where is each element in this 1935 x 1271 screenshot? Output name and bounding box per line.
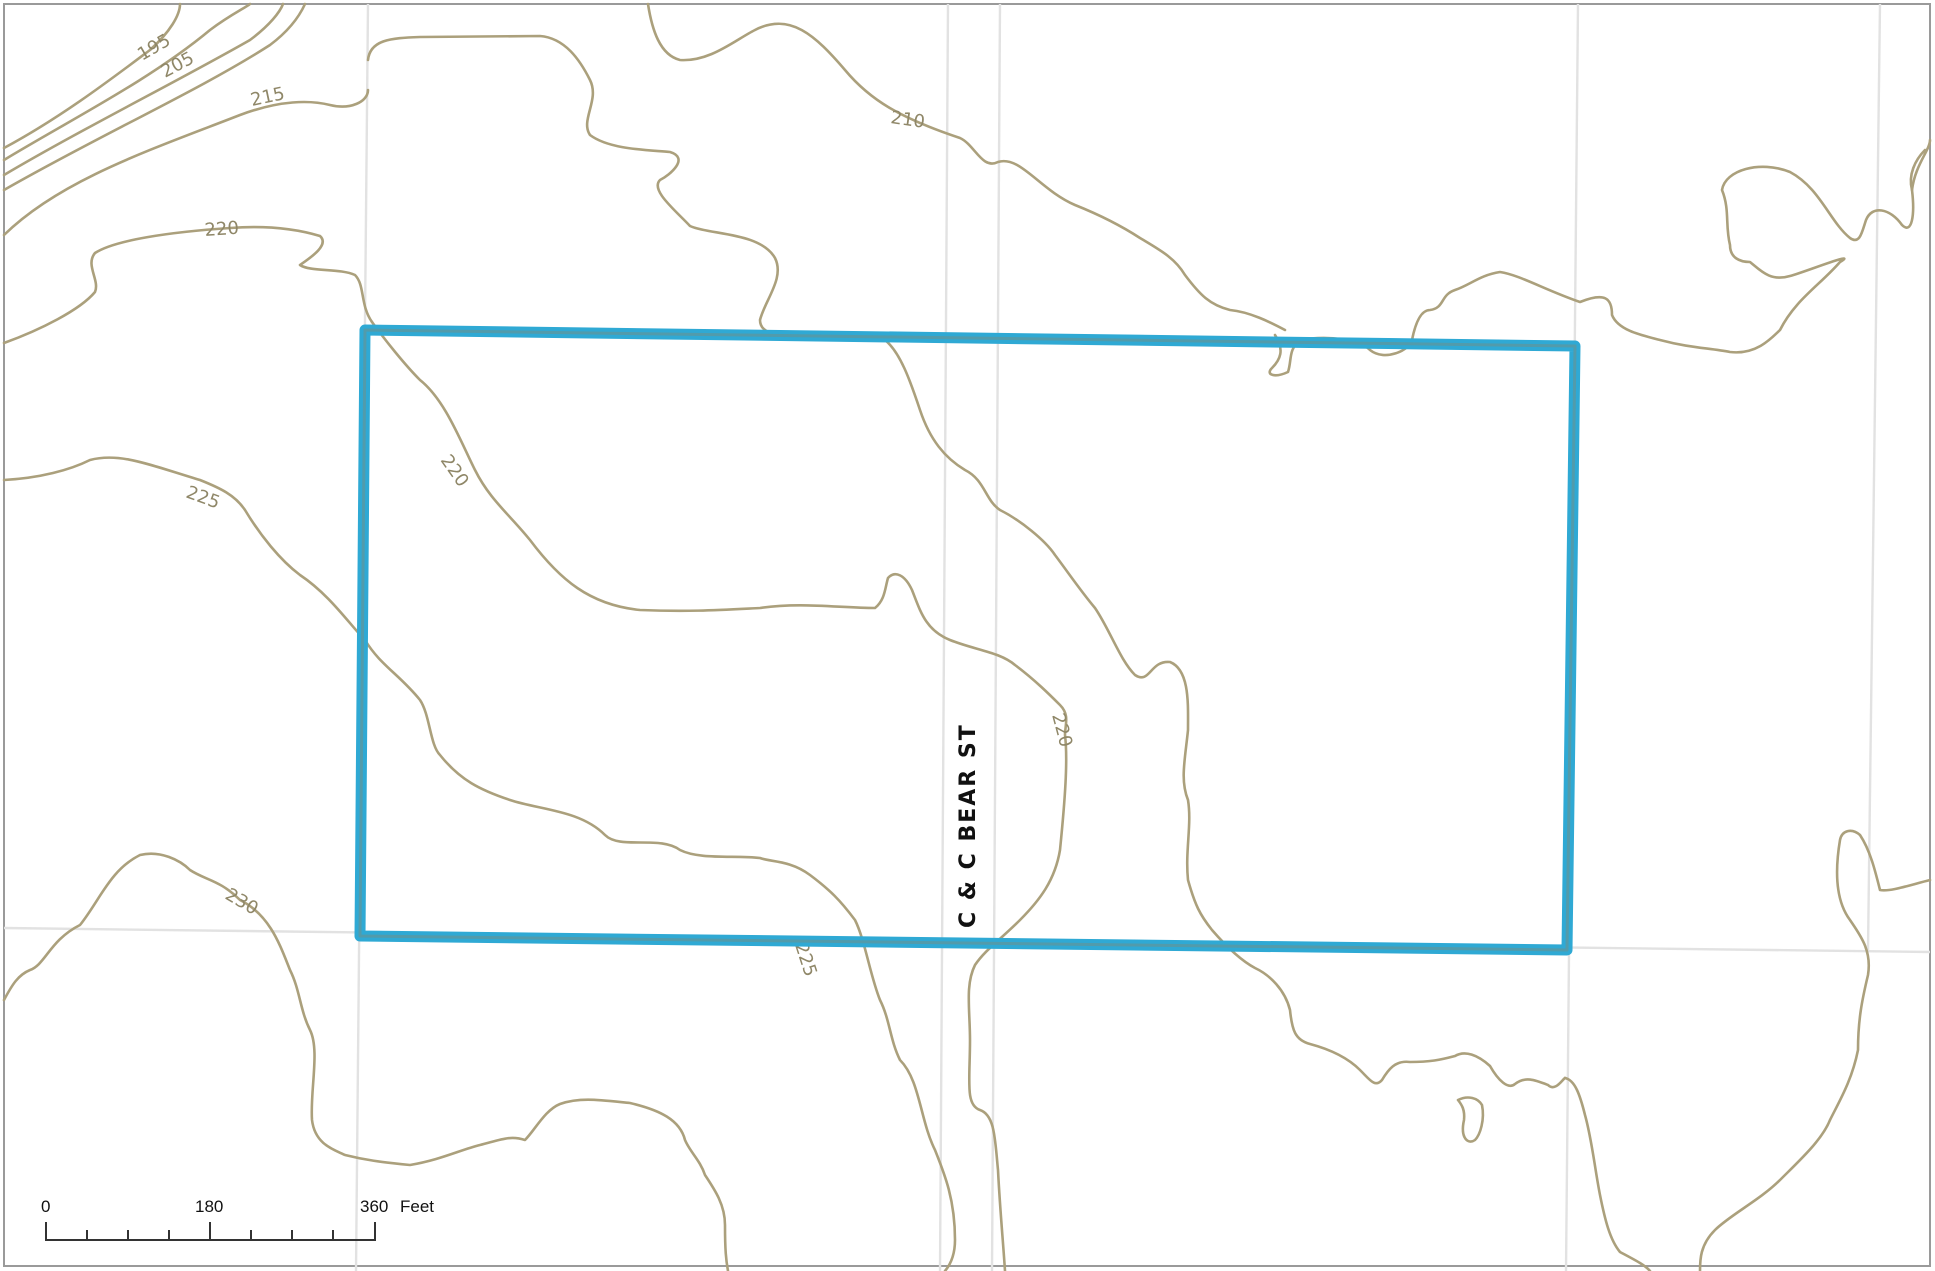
contour-line [2, 456, 957, 1271]
contour-line [1563, 1076, 1652, 1271]
contour-line [366, 34, 802, 340]
contour-line [2, 225, 374, 345]
scale-bar: 0 180 360 Feet [41, 1197, 434, 1241]
contour-line [883, 338, 1567, 1089]
contour-line [2, 852, 730, 1271]
subject-parcel-outline-inner [358, 328, 1577, 952]
scale-bar-label-0: 0 [41, 1197, 50, 1216]
contour-line [646, 2, 1287, 332]
contour-line [1268, 138, 1932, 377]
contour-line [2, 2, 182, 150]
parcel-line [990, 3, 1002, 1271]
contour-label: 220 [204, 218, 240, 241]
contour-line [1698, 829, 1932, 1271]
contour-line [370, 320, 1068, 1271]
road-label: C & C BEAR ST [956, 723, 981, 928]
contour-loop [1456, 1096, 1485, 1143]
contour-line [2, 2, 285, 177]
scale-bar-label-360: 360 [360, 1197, 388, 1216]
parcel-line [1866, 3, 1882, 951]
contour-line [1909, 148, 1927, 192]
contour-line [2, 2, 307, 192]
contour-label: 210 [889, 107, 926, 133]
contour-line [2, 2, 252, 162]
contour-line [2, 88, 370, 237]
scale-bar-label-180: 180 [195, 1197, 223, 1216]
map-frame [3, 3, 1931, 1267]
scale-bar-unit: Feet [400, 1197, 434, 1216]
